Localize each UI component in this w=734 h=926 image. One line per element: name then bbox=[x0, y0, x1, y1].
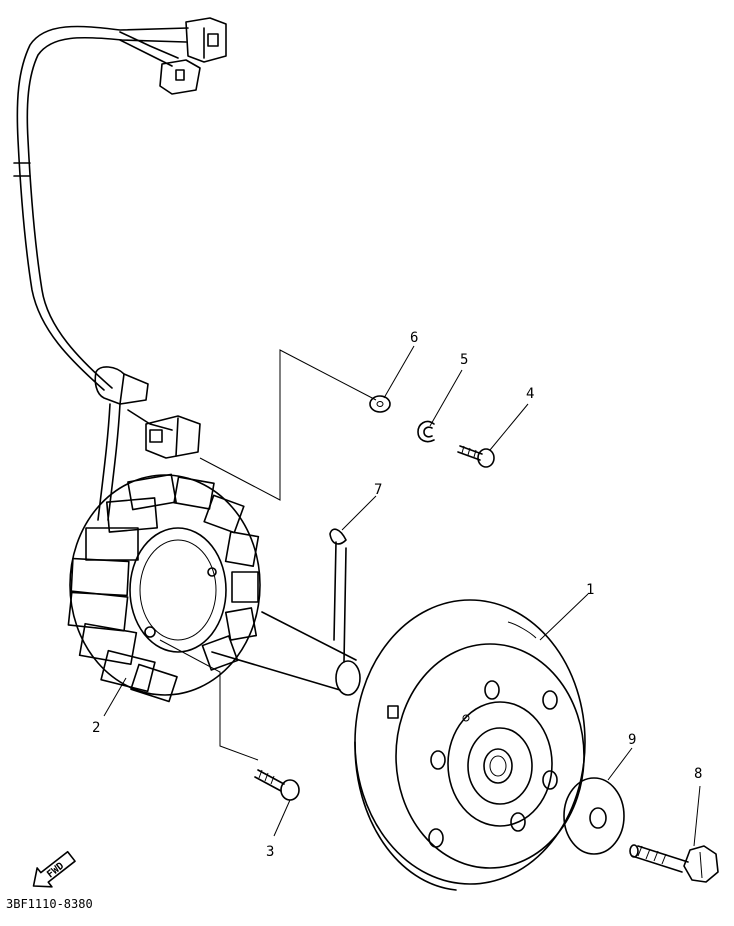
assembly-leader-lines bbox=[159, 349, 377, 761]
callout-2: 2 bbox=[92, 677, 127, 736]
callout-5-label: 5 bbox=[460, 352, 468, 368]
fwd-direction-badge: FWD bbox=[32, 850, 76, 888]
stator-poles bbox=[67, 473, 260, 703]
fwd-label: FWD bbox=[45, 861, 66, 881]
callout-3-label: 3 bbox=[266, 844, 274, 860]
rotor-flywheel bbox=[354, 599, 586, 891]
callout-6-label: 6 bbox=[410, 330, 418, 346]
callout-2-label: 2 bbox=[92, 720, 100, 736]
stator-coil bbox=[67, 473, 261, 703]
callout-6: 6 bbox=[383, 330, 418, 399]
connector-plug-middle bbox=[145, 415, 201, 459]
washer-part-6 bbox=[369, 395, 391, 413]
grommet bbox=[94, 366, 149, 405]
callout-4: 4 bbox=[489, 386, 534, 451]
callout-7: 7 bbox=[341, 482, 382, 531]
callout-7-label: 7 bbox=[374, 482, 382, 498]
callout-8-label: 8 bbox=[694, 766, 702, 782]
drawing-code: 3BF1110-8380 bbox=[6, 897, 93, 911]
callout-3: 3 bbox=[266, 799, 291, 860]
washer-part-9 bbox=[563, 777, 625, 855]
callout-9-label: 9 bbox=[628, 732, 636, 748]
callout-9: 9 bbox=[607, 732, 636, 781]
crankshaft-end bbox=[211, 541, 361, 696]
circlip-part-5 bbox=[417, 420, 435, 443]
callout-8: 8 bbox=[693, 766, 702, 847]
wire-harness bbox=[13, 25, 189, 391]
screw-part-4 bbox=[457, 445, 495, 468]
screw-part-3 bbox=[254, 769, 300, 801]
key-part-7 bbox=[329, 528, 347, 545]
connector-plug-upper bbox=[185, 17, 227, 63]
callout-4-label: 4 bbox=[526, 386, 534, 402]
callout-5: 5 bbox=[429, 352, 468, 427]
callout-1-label: 1 bbox=[586, 582, 594, 598]
callout-1: 1 bbox=[539, 582, 594, 641]
connector-plug-lower bbox=[159, 59, 201, 95]
bolt-part-8 bbox=[629, 844, 719, 883]
